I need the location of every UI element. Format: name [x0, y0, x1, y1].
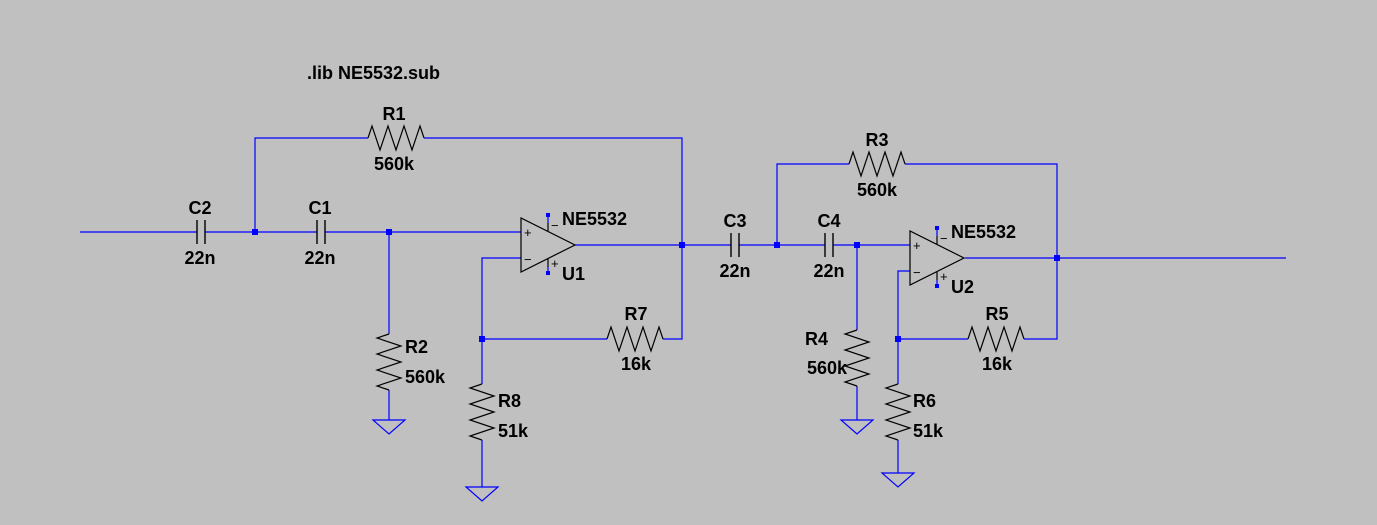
resistor-r4[interactable]: R4 560k: [805, 329, 871, 387]
resistor-r6[interactable]: R6 51k: [884, 383, 944, 441]
r7-name: R7: [624, 304, 647, 324]
resistor-r1[interactable]: R1 560k: [367, 104, 425, 174]
r2-name: R2: [405, 337, 428, 357]
r6-value: 51k: [913, 421, 944, 441]
ground-icon: [464, 486, 500, 502]
u1-minus-mark: −: [524, 252, 532, 267]
r3-name: R3: [865, 130, 888, 150]
resistor-r5[interactable]: R5 16k: [967, 304, 1025, 374]
r2-value: 560k: [405, 367, 446, 387]
c2-value: 22n: [184, 248, 215, 268]
capacitor-c2[interactable]: C2 22n: [184, 198, 215, 268]
junction-dot: [774, 242, 780, 248]
pin-dot: [935, 284, 939, 288]
capacitor-c3[interactable]: C3 22n: [719, 211, 750, 281]
u1-plus-mark: +: [524, 225, 532, 240]
r1-name: R1: [382, 104, 405, 124]
pin-dot: [935, 226, 939, 230]
r1-value: 560k: [374, 154, 415, 174]
c3-name: C3: [723, 211, 746, 231]
junction-dot: [1054, 255, 1060, 261]
u2-name: U2: [951, 277, 974, 297]
u1-supply-pos-mark: +: [551, 256, 559, 271]
r8-value: 51k: [498, 421, 529, 441]
r6-name: R6: [913, 391, 936, 411]
junction-dot: [854, 242, 860, 248]
c3-value: 22n: [719, 261, 750, 281]
r3-value: 560k: [857, 180, 898, 200]
u1-supply-neg-mark: −: [551, 218, 559, 233]
wire-r7: [482, 245, 683, 340]
u2-model: NE5532: [951, 222, 1016, 242]
wire-r3-loop: [776, 163, 1058, 258]
r4-name: R4: [805, 329, 828, 349]
junction-dot: [252, 229, 258, 235]
u1-model: NE5532: [562, 209, 627, 229]
resistor-r7[interactable]: R7 16k: [606, 304, 664, 374]
wire-r5: [898, 258, 1058, 340]
c4-value: 22n: [813, 261, 844, 281]
spice-directive[interactable]: .lib NE5532.sub: [307, 63, 440, 83]
capacitor-c4[interactable]: C4 22n: [813, 211, 844, 281]
c1-name: C1: [308, 198, 331, 218]
junction-dot: [386, 229, 392, 235]
opamp-u1[interactable]: + − − + NE5532 U1: [520, 209, 627, 284]
r7-value: 16k: [621, 354, 652, 374]
ground-symbols: [371, 419, 916, 502]
u2-supply-pos-mark: +: [940, 269, 948, 284]
opamp-u2[interactable]: + − − + NE5532 U2: [909, 222, 1016, 297]
r8-name: R8: [498, 391, 521, 411]
c4-name: C4: [817, 211, 840, 231]
junction-dot: [679, 242, 685, 248]
wire-u1-neg: [481, 257, 521, 339]
ground-icon: [880, 472, 916, 488]
wire-u2-neg: [897, 270, 910, 339]
ground-icon: [371, 419, 407, 435]
c2-name: C2: [188, 198, 211, 218]
junctions: [252, 213, 1060, 342]
u2-plus-mark: +: [913, 238, 921, 253]
wires: [80, 137, 1286, 487]
u2-supply-neg-mark: −: [940, 231, 948, 246]
junction-dot: [895, 336, 901, 342]
pin-dot: [546, 213, 550, 217]
r4-value: 560k: [807, 358, 848, 378]
ground-icon: [839, 419, 875, 435]
r5-value: 16k: [982, 354, 1013, 374]
junction-dot: [479, 336, 485, 342]
pin-dot: [546, 271, 550, 275]
u2-minus-mark: −: [913, 265, 921, 280]
resistor-r2[interactable]: R2 560k: [375, 333, 446, 391]
wire-r1-loop: [254, 137, 683, 245]
capacitor-c1[interactable]: C1 22n: [304, 198, 335, 268]
resistor-r3[interactable]: R3 560k: [848, 130, 906, 200]
u1-name: U1: [562, 264, 585, 284]
resistor-r8[interactable]: R8 51k: [468, 383, 529, 441]
r5-name: R5: [985, 304, 1008, 324]
c1-value: 22n: [304, 248, 335, 268]
